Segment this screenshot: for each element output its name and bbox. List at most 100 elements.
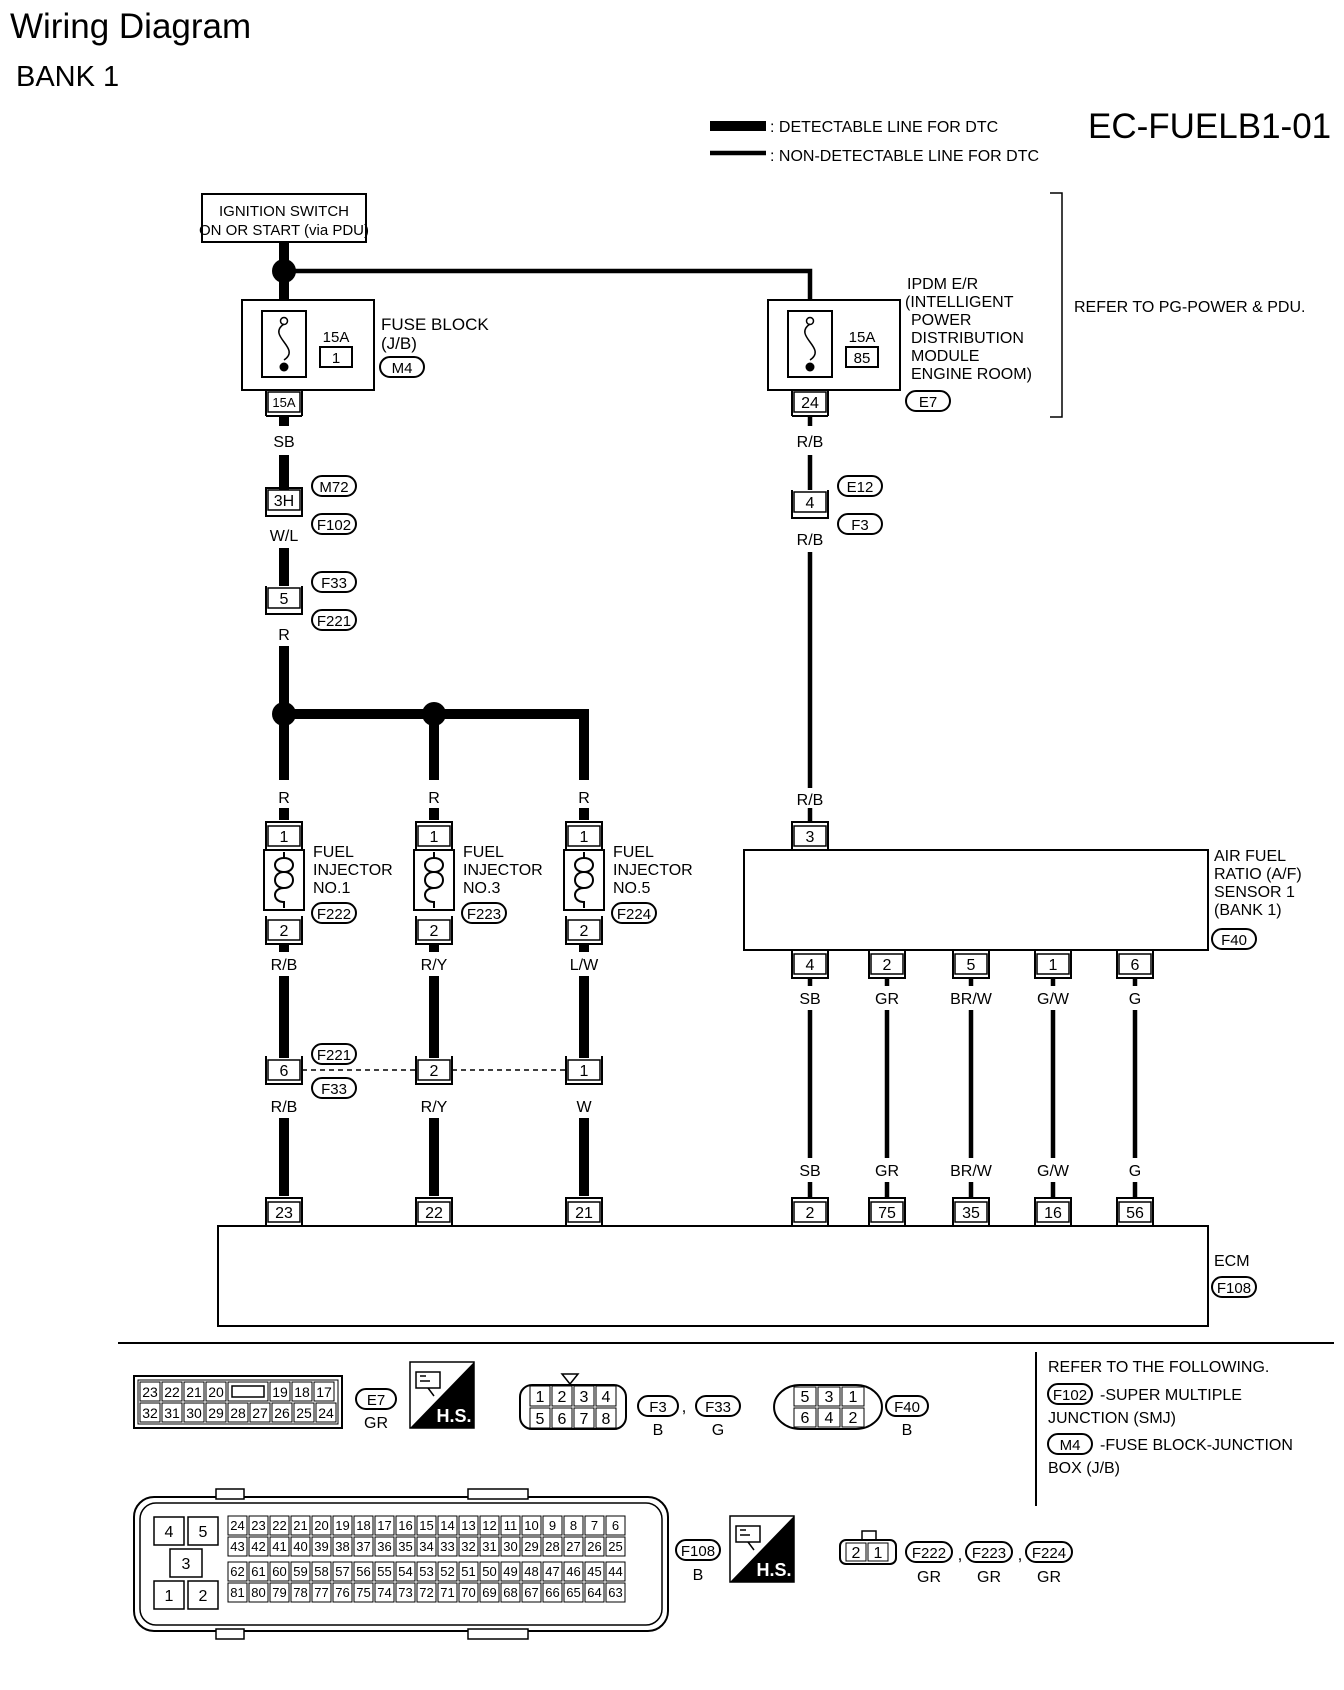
page-title: Wiring Diagram xyxy=(10,7,251,46)
svg-text:2: 2 xyxy=(806,1205,815,1222)
svg-text:73: 73 xyxy=(398,1585,412,1600)
svg-text:50: 50 xyxy=(482,1564,496,1579)
svg-text:26: 26 xyxy=(587,1539,601,1554)
ipdm-fuse-symbol xyxy=(804,323,816,361)
ipdm-line-4: DISTRIBUTION xyxy=(911,330,1024,347)
svg-text:79: 79 xyxy=(272,1585,286,1600)
svg-text:65: 65 xyxy=(566,1585,580,1600)
svg-text:F108: F108 xyxy=(681,1543,715,1560)
svg-text:32: 32 xyxy=(142,1405,158,1421)
inj-name-1: FUEL xyxy=(463,844,504,861)
inj-view-color: GR xyxy=(977,1569,1001,1586)
ignition-line-1: IGNITION SWITCH xyxy=(219,203,349,220)
inj-wire-out-label: R/Y xyxy=(421,957,448,974)
svg-text:21: 21 xyxy=(293,1518,307,1533)
svg-text:1: 1 xyxy=(874,1545,883,1562)
wire-label-r: R xyxy=(278,627,290,644)
svg-text:24: 24 xyxy=(801,395,819,412)
svg-text:F102: F102 xyxy=(1053,1387,1087,1404)
inj-wire-in-label: R xyxy=(428,790,440,807)
ecm-pin: 22 xyxy=(415,1197,453,1226)
svg-text:33: 33 xyxy=(440,1539,454,1554)
svg-text:M4: M4 xyxy=(392,360,413,377)
svg-text:46: 46 xyxy=(566,1564,580,1579)
af-pin-5: 5BR/WBR/W35AF-VM1 xyxy=(942,950,1000,1246)
svg-text:2: 2 xyxy=(580,923,589,940)
svg-text:F40: F40 xyxy=(1221,932,1247,949)
inj-jc-pin: 2 xyxy=(415,1056,453,1085)
svg-text:11: 11 xyxy=(504,1518,518,1533)
svg-text:51: 51 xyxy=(461,1564,475,1579)
svg-text:7: 7 xyxy=(580,1411,589,1428)
inj-wire-out-label: R/B xyxy=(271,957,298,974)
svg-text:76: 76 xyxy=(335,1585,349,1600)
svg-text:9: 9 xyxy=(549,1518,556,1533)
svg-text:19: 19 xyxy=(272,1384,288,1400)
connector-e12-f3: 4 xyxy=(791,490,829,519)
svg-text:67: 67 xyxy=(524,1585,538,1600)
svg-text:57: 57 xyxy=(335,1564,349,1579)
refer-f102-desc-2: JUNCTION (SMJ) xyxy=(1048,1410,1176,1427)
diagram-code: EC-FUELB1-01 xyxy=(1088,107,1331,146)
inj-name-3: NO.1 xyxy=(313,880,350,897)
svg-text:F40: F40 xyxy=(894,1399,920,1416)
af-wire-label-top: SB xyxy=(799,991,820,1008)
tag-f221: F221 xyxy=(311,609,357,631)
af-wire-label-top: GR xyxy=(875,991,899,1008)
svg-text:42: 42 xyxy=(251,1539,265,1554)
svg-text:17: 17 xyxy=(377,1518,391,1533)
svg-text:45: 45 xyxy=(587,1564,601,1579)
svg-text:2: 2 xyxy=(199,1588,208,1605)
svg-text:7: 7 xyxy=(591,1518,598,1533)
svg-text:61: 61 xyxy=(251,1564,265,1579)
af-wire-label-top: G/W xyxy=(1037,991,1070,1008)
svg-text:72: 72 xyxy=(419,1585,433,1600)
svg-text:M72: M72 xyxy=(319,479,348,496)
f3-conn-tag: F3 xyxy=(637,1395,679,1417)
inj-wire-out-label: L/W xyxy=(570,957,599,974)
fuse-block-amp: 15A xyxy=(323,329,350,346)
refer-m4-desc-2: BOX (J/B) xyxy=(1048,1460,1120,1477)
svg-text:1: 1 xyxy=(430,829,439,846)
inj-pin-1: 1 xyxy=(415,821,453,850)
ecm-box xyxy=(217,1225,1209,1327)
hs-label: H.S. xyxy=(436,1406,471,1426)
svg-text:5: 5 xyxy=(199,1524,208,1541)
wire-label-ipdm-rb: R/B xyxy=(797,434,824,451)
svg-text:16: 16 xyxy=(1044,1205,1062,1222)
f3-color: B xyxy=(653,1422,664,1439)
svg-text:F3: F3 xyxy=(649,1399,667,1416)
svg-text:81: 81 xyxy=(230,1585,244,1600)
inj-name-2: INJECTOR xyxy=(313,862,393,879)
svg-text:49: 49 xyxy=(503,1564,517,1579)
svg-text:F221: F221 xyxy=(317,613,351,630)
svg-text:4: 4 xyxy=(806,957,815,974)
inj-wire-ecm-label: R/B xyxy=(271,1099,298,1116)
inj-pin-2: 2 xyxy=(565,916,603,945)
svg-text:53: 53 xyxy=(419,1564,433,1579)
svg-text:64: 64 xyxy=(587,1585,601,1600)
svg-text:43: 43 xyxy=(230,1539,244,1554)
af-sensor-pin: 1 xyxy=(1034,950,1072,979)
svg-text:41: 41 xyxy=(272,1539,286,1554)
connector-f33-f221: 5 xyxy=(265,586,303,615)
svg-text:69: 69 xyxy=(482,1585,496,1600)
ecm-pin: 75 xyxy=(868,1197,906,1226)
af-line-1: AIR FUEL xyxy=(1214,848,1286,865)
svg-text:5: 5 xyxy=(801,1389,810,1406)
inj-body xyxy=(263,849,305,911)
svg-text:40: 40 xyxy=(293,1539,307,1554)
svg-text:58: 58 xyxy=(314,1564,328,1579)
tag-f102: F102 xyxy=(311,513,357,535)
wire-label-sb: SB xyxy=(273,434,294,451)
ecm-pin: 56 xyxy=(1116,1197,1154,1226)
svg-text:E12: E12 xyxy=(847,479,874,496)
svg-text:4: 4 xyxy=(806,495,815,512)
f33-conn-tag: F33 xyxy=(695,1395,741,1417)
af-wire-label-bottom: G xyxy=(1129,1163,1141,1180)
hs-label: H.S. xyxy=(756,1560,791,1580)
